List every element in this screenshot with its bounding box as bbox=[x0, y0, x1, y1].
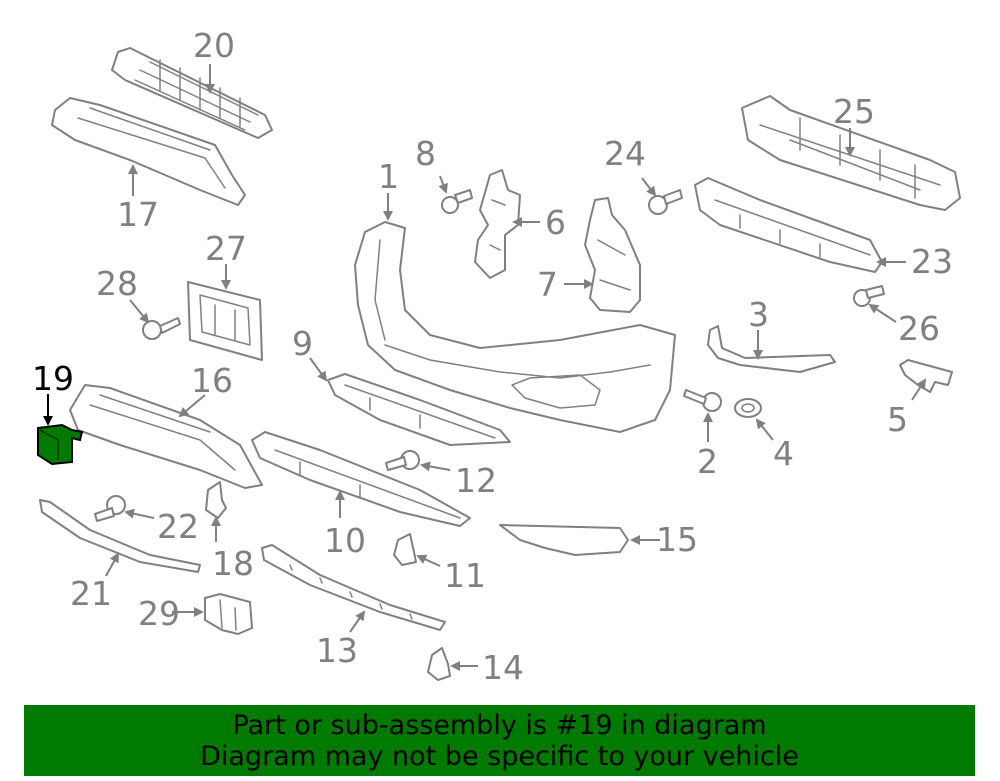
leader-lines bbox=[43, 64, 927, 671]
part-1-bumper-face bbox=[354, 221, 676, 433]
part-19-highlighted bbox=[37, 423, 84, 466]
callout-28: 28 bbox=[96, 264, 138, 303]
callout-8: 8 bbox=[415, 134, 436, 173]
part-10-under-cover bbox=[251, 431, 471, 527]
callout-6: 6 bbox=[545, 203, 566, 242]
part-2-screw bbox=[683, 389, 722, 412]
part-7-bracket bbox=[584, 197, 641, 313]
part-28-screw bbox=[142, 317, 181, 340]
banner-line-1: Part or sub-assembly is #19 in diagram bbox=[232, 709, 767, 741]
callout-10: 10 bbox=[324, 521, 366, 560]
banner-line-2: Diagram may not be specific to your vehi… bbox=[200, 740, 799, 772]
callout-11: 11 bbox=[444, 556, 486, 595]
callout-7: 7 bbox=[537, 265, 558, 304]
callout-15: 15 bbox=[656, 520, 698, 559]
callout-21: 21 bbox=[70, 574, 112, 613]
part-11-clip bbox=[393, 533, 417, 566]
callout-3: 3 bbox=[748, 295, 769, 334]
callout-20: 20 bbox=[193, 26, 235, 65]
callout-12: 12 bbox=[455, 461, 497, 500]
part-14-clip bbox=[427, 647, 451, 681]
callout-17: 17 bbox=[117, 195, 159, 234]
part-6-bracket bbox=[474, 169, 521, 279]
part-21-lower-molding bbox=[39, 499, 201, 573]
part-12-screw bbox=[385, 450, 420, 471]
callout-27: 27 bbox=[205, 229, 247, 268]
part-27-license-base bbox=[187, 281, 263, 361]
callout-14: 14 bbox=[482, 648, 524, 687]
callout-labels: 20 17 1 8 6 7 24 25 23 27 28 26 3 9 16 1… bbox=[32, 26, 953, 687]
part-26-clip bbox=[853, 285, 885, 307]
callout-24: 24 bbox=[604, 134, 646, 173]
callout-18: 18 bbox=[212, 544, 254, 583]
part-15-side-garnish bbox=[499, 524, 629, 556]
part-9-splash-shield bbox=[327, 373, 511, 446]
callout-4: 4 bbox=[773, 434, 794, 473]
callout-2: 2 bbox=[697, 442, 718, 481]
part-20-upper-grille bbox=[111, 47, 273, 139]
callout-1: 1 bbox=[378, 157, 399, 196]
part-16-lower-grille bbox=[69, 384, 263, 489]
part-4-grommet bbox=[734, 398, 762, 418]
callout-9: 9 bbox=[292, 324, 313, 363]
part-22-screw bbox=[94, 495, 126, 522]
callout-22: 22 bbox=[157, 507, 199, 546]
part-29-sensor bbox=[204, 593, 253, 635]
callout-26: 26 bbox=[898, 309, 940, 348]
part-18-clip bbox=[205, 481, 227, 519]
callout-29: 29 bbox=[138, 594, 180, 633]
part-3-side-bracket bbox=[707, 325, 836, 373]
part-17-upper-garnish bbox=[51, 97, 246, 206]
callout-19: 19 bbox=[32, 359, 74, 398]
part-24-clip bbox=[648, 189, 683, 215]
part-5-small-bracket bbox=[899, 359, 953, 393]
callout-13: 13 bbox=[316, 631, 358, 670]
callout-16: 16 bbox=[191, 361, 233, 400]
info-banner: Part or sub-assembly is #19 in diagram D… bbox=[24, 705, 975, 776]
part-13-spoiler-strip bbox=[261, 544, 446, 631]
callout-25: 25 bbox=[833, 92, 875, 131]
part-8-clip bbox=[441, 189, 473, 214]
callout-5: 5 bbox=[887, 400, 908, 439]
part-23-absorber bbox=[694, 177, 883, 273]
callout-23: 23 bbox=[911, 242, 953, 281]
